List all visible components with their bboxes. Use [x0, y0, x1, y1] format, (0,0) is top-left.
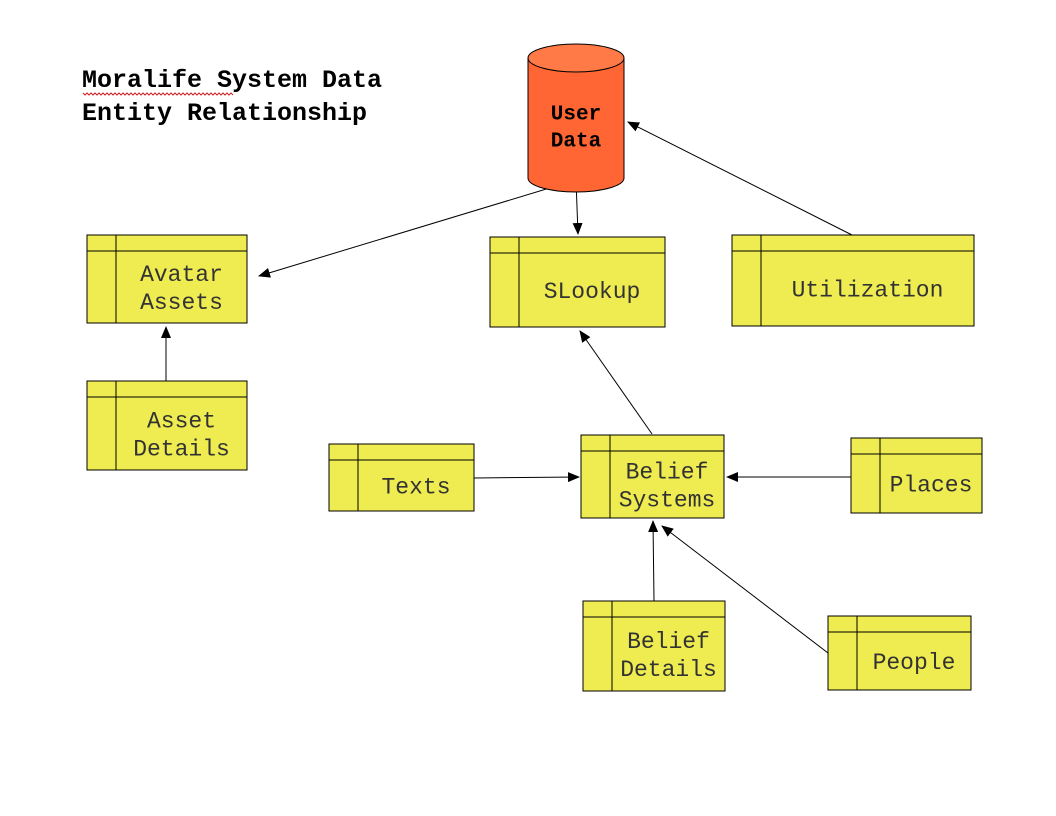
entity-label: Systems: [619, 488, 716, 514]
relationship-lines: [161, 121, 853, 654]
entity-label: Utilization: [792, 278, 944, 304]
entity-places[interactable]: Places: [850, 437, 983, 514]
relationship-people-to-belief-systems: [661, 525, 829, 654]
entity-box: [731, 234, 975, 327]
entity-box: [850, 437, 983, 514]
relationship-belief-systems-to-slookup: [579, 330, 653, 435]
entity-label: Asset: [147, 409, 216, 435]
entity-texts[interactable]: Texts: [328, 443, 475, 512]
entity-label: Texts: [381, 475, 450, 501]
entity-slookup[interactable]: SLookup: [489, 236, 666, 328]
title-line-2: Entity Relationship: [82, 99, 367, 128]
entity-label: Avatar: [140, 262, 223, 288]
title-line-1: Moralife System Data: [82, 66, 382, 95]
entity-utilization[interactable]: Utilization: [731, 234, 975, 327]
entity-label: Places: [890, 473, 973, 499]
datastore-label: Data: [551, 131, 602, 154]
entity-label: Belief: [627, 629, 710, 655]
spellcheck-underline: [82, 92, 234, 96]
entity-label: Details: [620, 657, 717, 683]
relationship-user-data-to-avatar-assets: [258, 179, 577, 278]
entity-box: [328, 443, 475, 512]
entity-box: [86, 234, 248, 324]
entity-label: Assets: [140, 290, 223, 316]
entity-label: Details: [133, 437, 230, 463]
entity-label: People: [873, 650, 956, 676]
datastore-label: User: [551, 104, 601, 127]
entity-label: Belief: [626, 460, 709, 486]
entity-box: [86, 380, 248, 471]
cylinder-top: [527, 43, 625, 73]
relationship-belief-details-to-belief-systems: [648, 520, 659, 602]
entity-people[interactable]: People: [827, 615, 972, 691]
entity-box: [827, 615, 972, 691]
entity-box: [582, 600, 726, 692]
entity-box: [580, 434, 725, 519]
relationship-texts-to-belief-systems: [473, 472, 580, 483]
entity-label: SLookup: [544, 279, 641, 305]
diagram-title: Moralife System Data Entity Relationship: [82, 66, 382, 128]
relationship-utilization-to-user-data: [627, 121, 853, 236]
cylinder-body: [527, 57, 625, 193]
